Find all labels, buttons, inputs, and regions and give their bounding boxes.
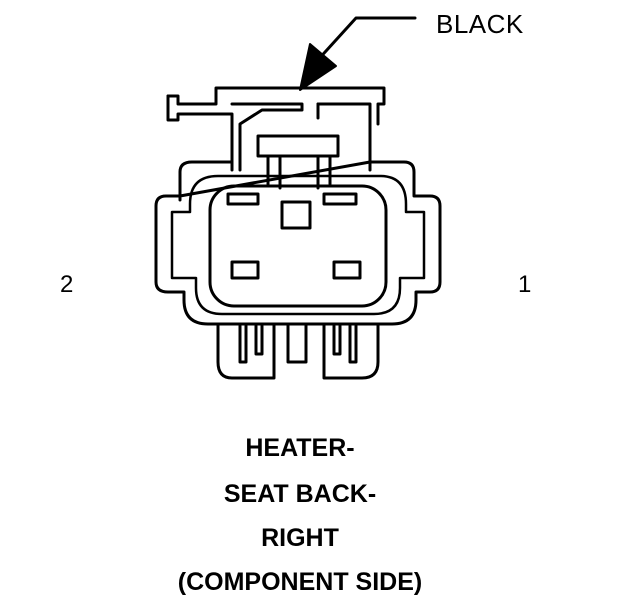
bottom-guide-ribs <box>216 322 380 380</box>
caption-line-2: SEAT BACK- <box>223 480 377 508</box>
pin-number-2: 2 <box>60 271 74 298</box>
connector-inner-housing <box>170 174 426 316</box>
terminal-cavity-face <box>208 184 388 308</box>
wire-color-label: BLACK <box>436 9 524 39</box>
connector-latch <box>166 86 386 190</box>
caption-line-3: RIGHT <box>261 524 339 552</box>
cavity-windows <box>226 192 362 280</box>
connector-outer-housing <box>154 160 442 326</box>
pin-number-1: 1 <box>518 271 532 298</box>
caption-line-1: HEATER- <box>245 434 355 462</box>
color-callout-arrow <box>299 16 417 91</box>
caption-line-4: (COMPONENT SIDE) <box>177 568 423 596</box>
